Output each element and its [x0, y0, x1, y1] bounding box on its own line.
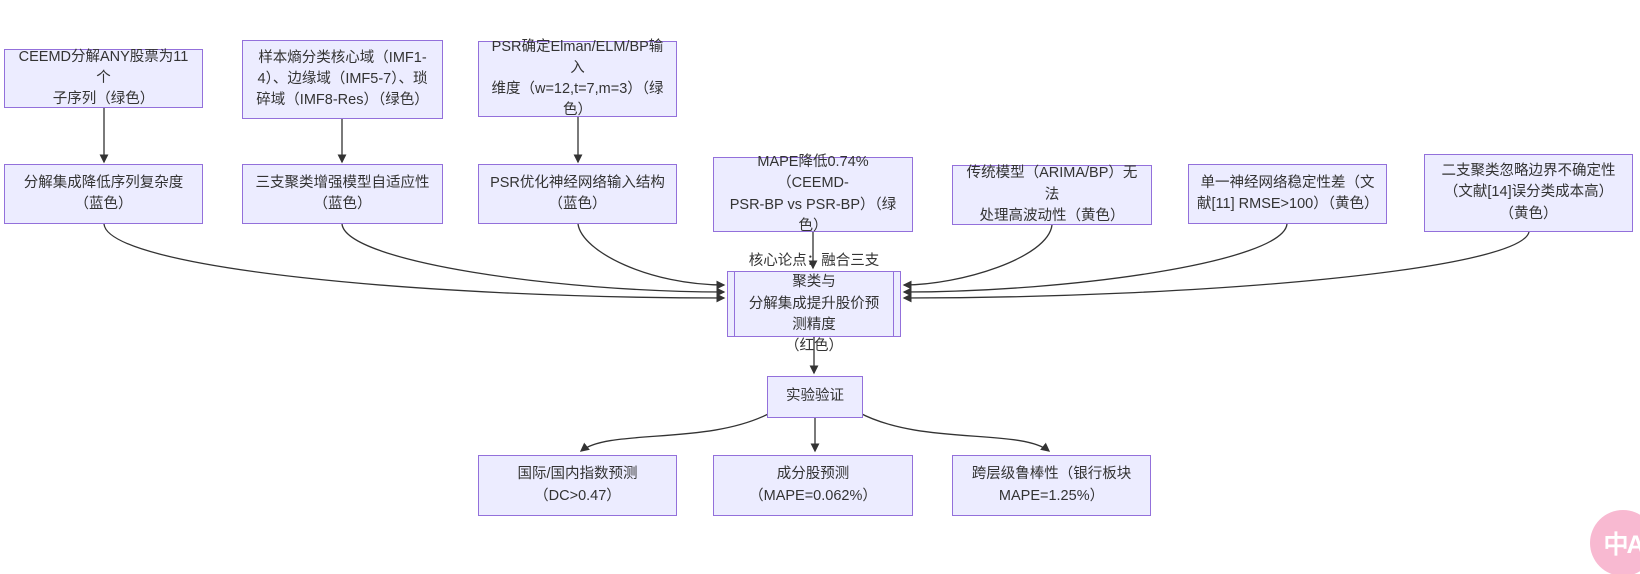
node-label: 跨层级鲁棒性（银行板块 MAPE=1.25%） — [971, 466, 1132, 504]
node-ceemd-decompose: CEEMD分解ANY股票为11个 子序列（绿色） — [4, 49, 203, 108]
node-label: 成分股预测 （MAPE=0.062%） — [749, 466, 877, 504]
node-traditional-model-limitation: 传统模型（ARIMA/BP）无法 处理高波动性（黄色） — [952, 165, 1152, 225]
node-two-way-boundary-limitation: 二支聚类忽略边界不确定性 （文献[14]误分类成本高） （黄色） — [1424, 154, 1633, 232]
node-label: PSR优化神经网络输入结构 （蓝色） — [490, 174, 665, 212]
translate-button[interactable]: 中A — [1590, 510, 1640, 574]
node-constituent-forecast: 成分股预测 （MAPE=0.062%） — [713, 455, 913, 516]
node-label: 单一神经网络稳定性差（文 献[11] RMSE>100）（黄色） — [1197, 174, 1379, 212]
node-label: 三支聚类增强模型自适应性 （蓝色） — [255, 174, 430, 212]
edge-psrstructure-to-core — [577, 223, 726, 290]
node-core-thesis: 核心论点：融合三支聚类与 分解集成提升股价预测精度 （红色） — [727, 253, 901, 354]
edge-traditional-to-core — [902, 224, 1053, 290]
node-sample-entropy-domains: 样本熵分类核心域（IMF1- 4）、边缘域（IMF5-7）、琐 碎域（IMF8-… — [242, 40, 443, 119]
node-label: 实验验证 — [786, 388, 844, 405]
node-label: 核心论点：融合三支聚类与 分解集成提升股价预测精度 （红色） — [748, 253, 880, 354]
edge-experiment-to-index — [579, 411, 773, 452]
node-label: 样本熵分类核心域（IMF1- 4）、边缘域（IMF5-7）、琐 碎域（IMF8-… — [256, 49, 429, 108]
node-three-way-adaptivity: 三支聚类增强模型自适应性 （蓝色） — [242, 164, 443, 224]
node-experiment-validation: 实验验证 — [767, 376, 863, 418]
edge-complexity-to-core — [103, 223, 726, 303]
edge-adaptivity-to-core — [341, 223, 726, 297]
edge-twoway-to-core — [902, 231, 1530, 303]
node-label: PSR确定Elman/ELM/BP输入 维度（w=12,t=7,m=3）（绿 色… — [491, 38, 664, 119]
node-decompose-complexity: 分解集成降低序列复杂度 （蓝色） — [4, 164, 203, 224]
node-label: CEEMD分解ANY股票为11个 子序列（绿色） — [18, 48, 189, 108]
node-psr-input-structure: PSR优化神经网络输入结构 （蓝色） — [478, 164, 677, 224]
edge-singlenn-to-core — [902, 223, 1288, 297]
node-cross-level-robustness: 跨层级鲁棒性（银行板块 MAPE=1.25%） — [952, 455, 1151, 516]
node-label: MAPE降低0.74%（CEEMD- PSR-BP vs PSR-BP）（绿 色… — [729, 154, 897, 234]
node-index-forecast: 国际/国内指数预测 （DC>0.47） — [478, 455, 677, 516]
node-mape-reduction: MAPE降低0.74%（CEEMD- PSR-BP vs PSR-BP）（绿 色… — [713, 154, 913, 234]
node-label: 国际/国内指数预测 （DC>0.47） — [517, 466, 638, 504]
edge-experiment-to-robustness — [857, 411, 1051, 452]
node-label: 分解集成降低序列复杂度 （蓝色） — [23, 174, 184, 212]
node-psr-input-dimension: PSR确定Elman/ELM/BP输入 维度（w=12,t=7,m=3）（绿 色… — [478, 39, 677, 118]
node-label: 二支聚类忽略边界不确定性 （文献[14]误分类成本高） （黄色） — [1441, 163, 1616, 222]
node-label: 传统模型（ARIMA/BP）无法 处理高波动性（黄色） — [966, 165, 1138, 224]
translate-icon: 中A — [1603, 531, 1640, 559]
node-single-nn-instability: 单一神经网络稳定性差（文 献[11] RMSE>100）（黄色） — [1188, 164, 1387, 224]
